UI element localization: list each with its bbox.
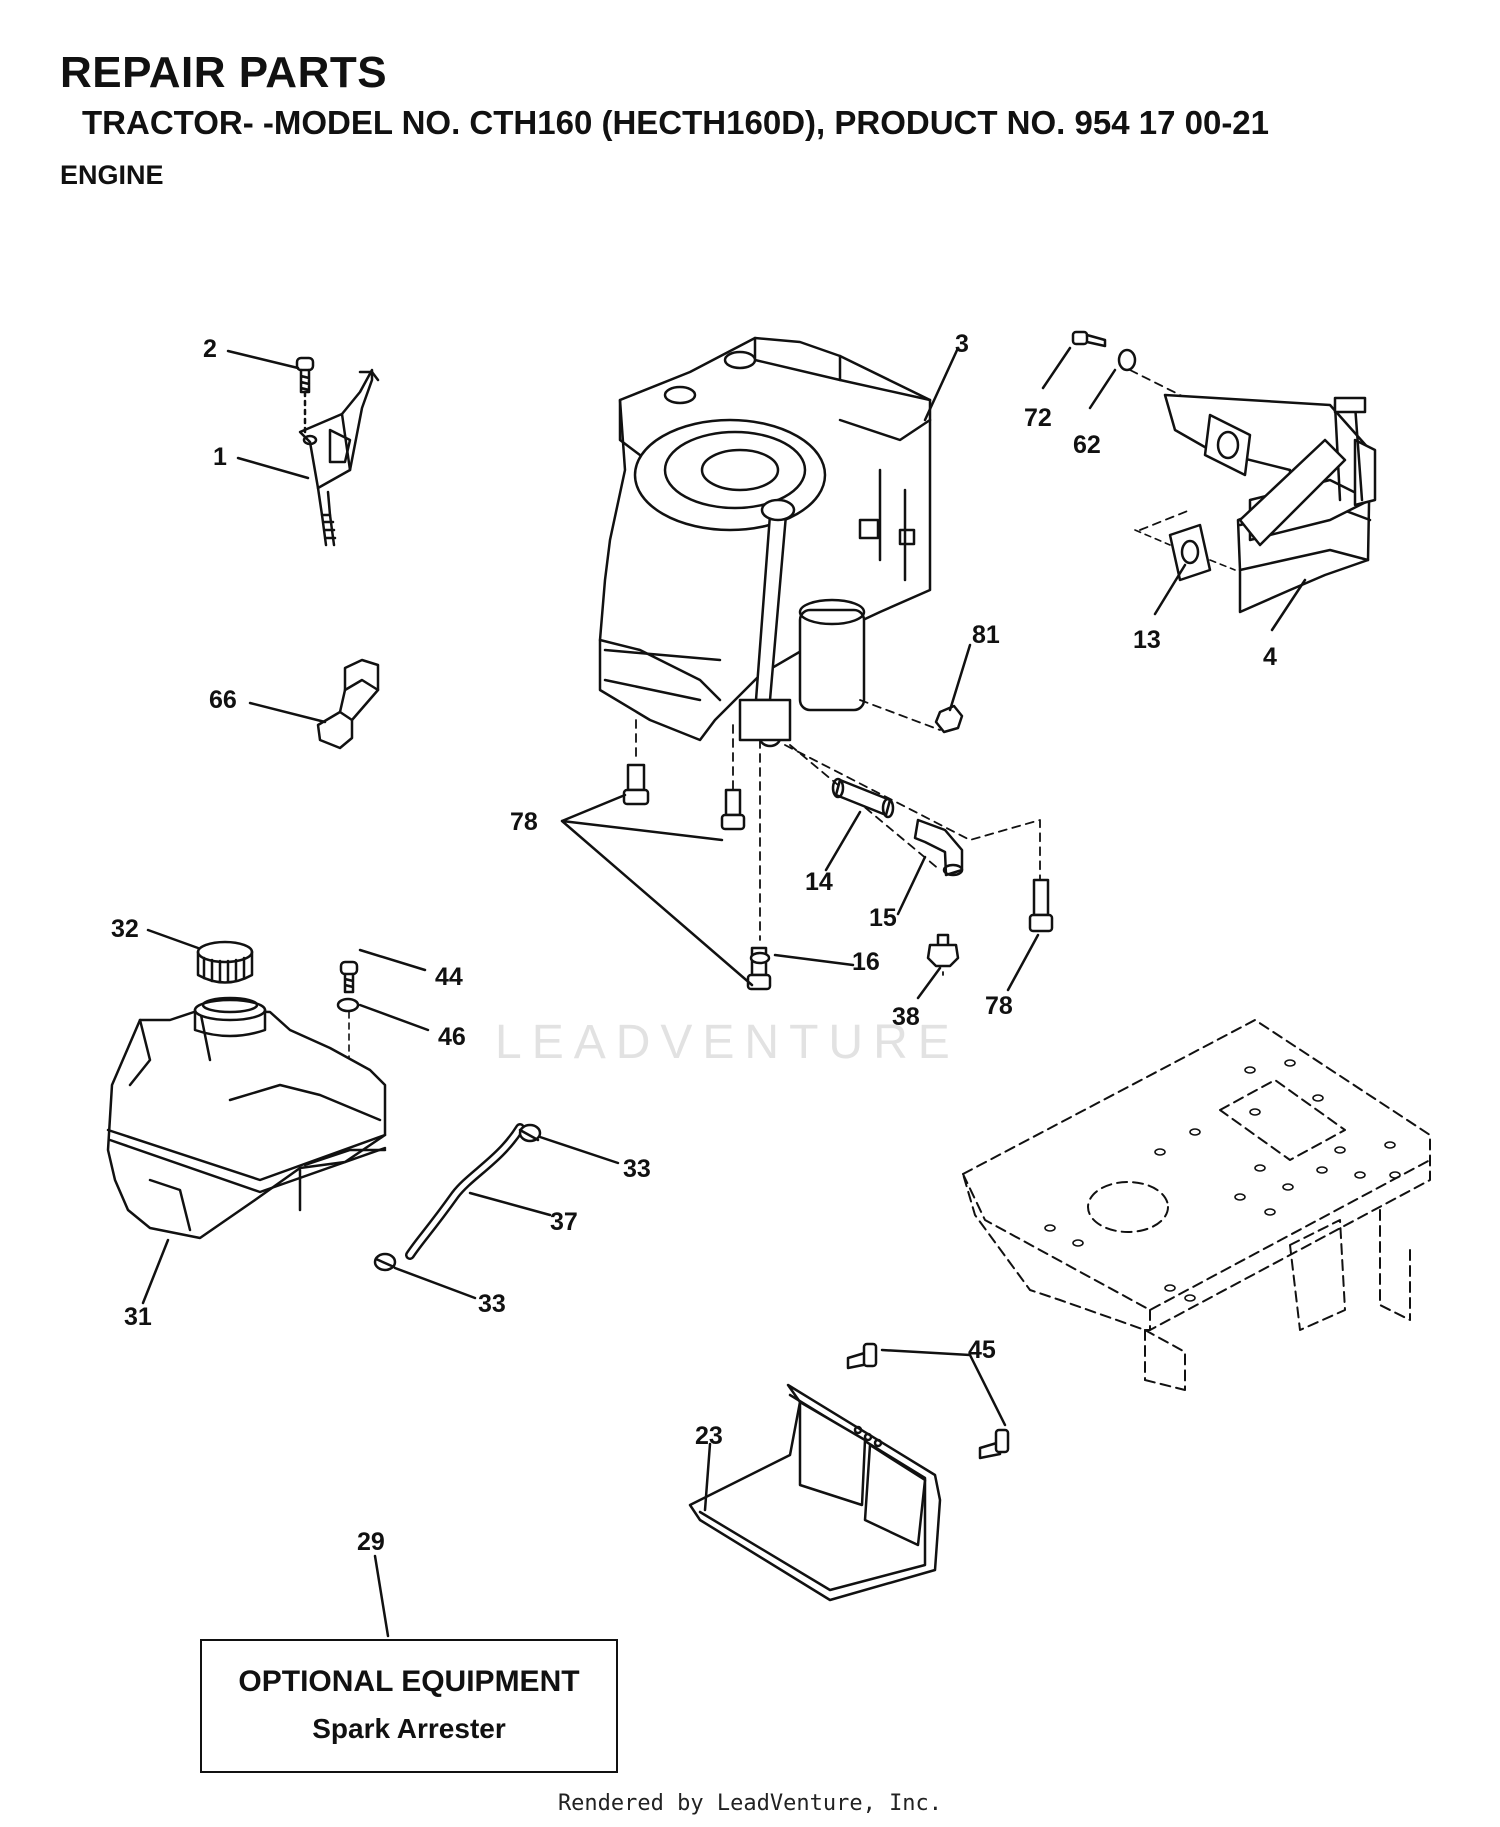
callout-label: 72 — [1024, 404, 1052, 432]
engine-part-3 — [598, 336, 932, 748]
page-title: REPAIR PARTS — [60, 48, 388, 97]
washer-part-46 — [336, 997, 360, 1013]
callout-label: 2 — [203, 335, 217, 363]
render-credit-footer: Rendered by LeadVenture, Inc. — [557, 1791, 943, 1816]
callout-label: 45 — [968, 1336, 996, 1364]
tractor-frame — [962, 1019, 1431, 1391]
bolt-part-45 — [846, 1342, 1010, 1460]
callout-label: 33 — [478, 1290, 506, 1318]
clamp-part-33 — [373, 1123, 542, 1272]
callout-label: 16 — [852, 948, 880, 976]
callout-label: 3 — [955, 330, 969, 358]
section-label: ENGINE — [60, 160, 164, 190]
plug-part-38 — [926, 933, 960, 968]
callout-label: 78 — [985, 992, 1013, 1020]
callout-label: 62 — [1073, 431, 1101, 459]
elbow-part-15 — [913, 818, 964, 877]
bolt-part-72 — [1071, 330, 1107, 348]
gasket-part-13 — [1134, 523, 1236, 582]
callout-label: 44 — [435, 963, 463, 991]
callout-label: 1 — [213, 443, 227, 471]
heat-shield-part-23 — [688, 1383, 942, 1602]
optional-equipment-box: OPTIONAL EQUIPMENT Spark Arrester — [200, 1639, 618, 1773]
pipe-nipple-part-14 — [831, 777, 895, 819]
optional-equipment-item: Spark Arrester — [312, 1713, 506, 1744]
callout-label: 32 — [111, 915, 139, 943]
screw-part-2 — [295, 356, 315, 434]
muffler-part-4 — [1163, 393, 1377, 614]
frame-holes — [1044, 1059, 1401, 1302]
callout-label: 15 — [869, 904, 897, 932]
fuel-tank-part-31 — [106, 996, 387, 1240]
callout-label: 29 — [357, 1528, 385, 1556]
callout-label: 4 — [1263, 643, 1277, 671]
callout-label: 81 — [972, 621, 1000, 649]
callout-label: 37 — [550, 1208, 578, 1236]
screw-part-44 — [339, 960, 359, 994]
optional-equipment-heading: OPTIONAL EQUIPMENT — [238, 1665, 580, 1698]
bracket-part-66 — [316, 658, 380, 750]
callout-label: 31 — [124, 1303, 152, 1331]
throttle-control-part-1 — [298, 368, 380, 547]
washer-part-62 — [1117, 348, 1137, 372]
callout-labels: 2 1 3 72 62 13 4 81 66 78 14 15 16 32 44… — [111, 330, 1277, 1556]
callout-label: 38 — [892, 1003, 920, 1031]
washer-part-16 — [749, 951, 771, 965]
nut-part-81 — [934, 704, 964, 734]
callout-label: 33 — [623, 1155, 651, 1183]
callout-label: 46 — [438, 1023, 466, 1051]
callout-label: 14 — [805, 868, 833, 896]
model-subtitle: TRACTOR- -MODEL NO. CTH160 (HECTH160D), … — [82, 104, 1270, 141]
callout-label: 23 — [695, 1422, 723, 1450]
watermark: LEADVENTURE — [495, 1016, 960, 1069]
callout-label: 13 — [1133, 626, 1161, 654]
callout-label: 66 — [209, 686, 237, 714]
leader-lines — [141, 346, 1307, 1638]
fuel-line-part-37 — [405, 1123, 525, 1260]
bolt-part-78 — [622, 763, 1054, 991]
fuel-cap-part-32 — [196, 940, 254, 984]
callout-label: 78 — [510, 808, 538, 836]
